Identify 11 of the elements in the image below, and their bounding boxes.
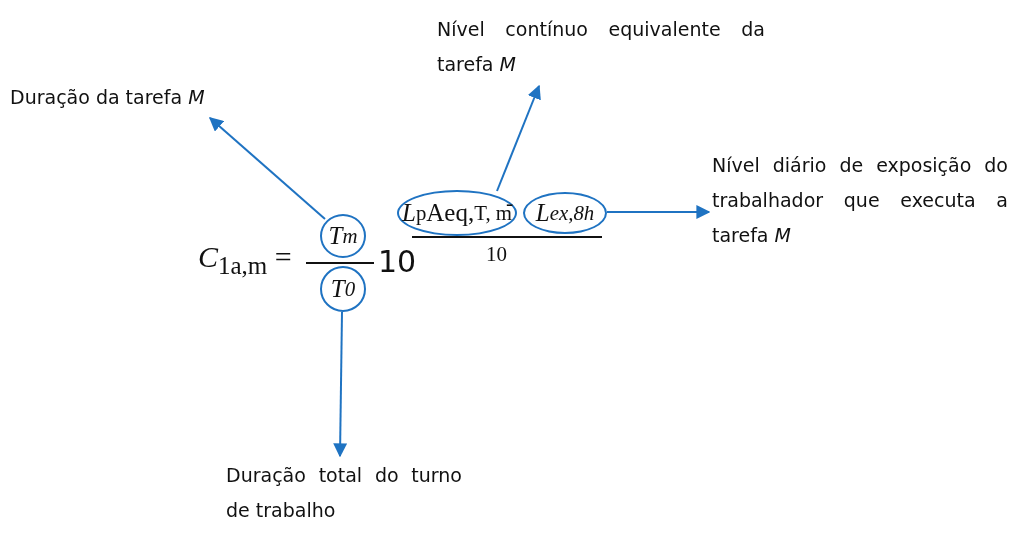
annotation-text: Nível contínuo equivalente da tarefa M: [437, 12, 765, 84]
annotation-text: Nível diário de exposição do trabalhador que executa a tarefa M: [712, 148, 1008, 258]
formula-number: 10: [378, 244, 417, 279]
annotation-text: Duração total do turno de trabalho: [226, 458, 462, 530]
leader-arrow: [606, 205, 711, 219]
formula-number: 10: [486, 242, 507, 267]
leader-arrow: [496, 84, 541, 192]
annotation-text: Duração da tarefa M: [10, 80, 260, 115]
leader-arrow: [208, 117, 326, 220]
formula-term: C$_{1a,m}$ =: [198, 240, 292, 280]
leader-arrow: [333, 311, 348, 458]
